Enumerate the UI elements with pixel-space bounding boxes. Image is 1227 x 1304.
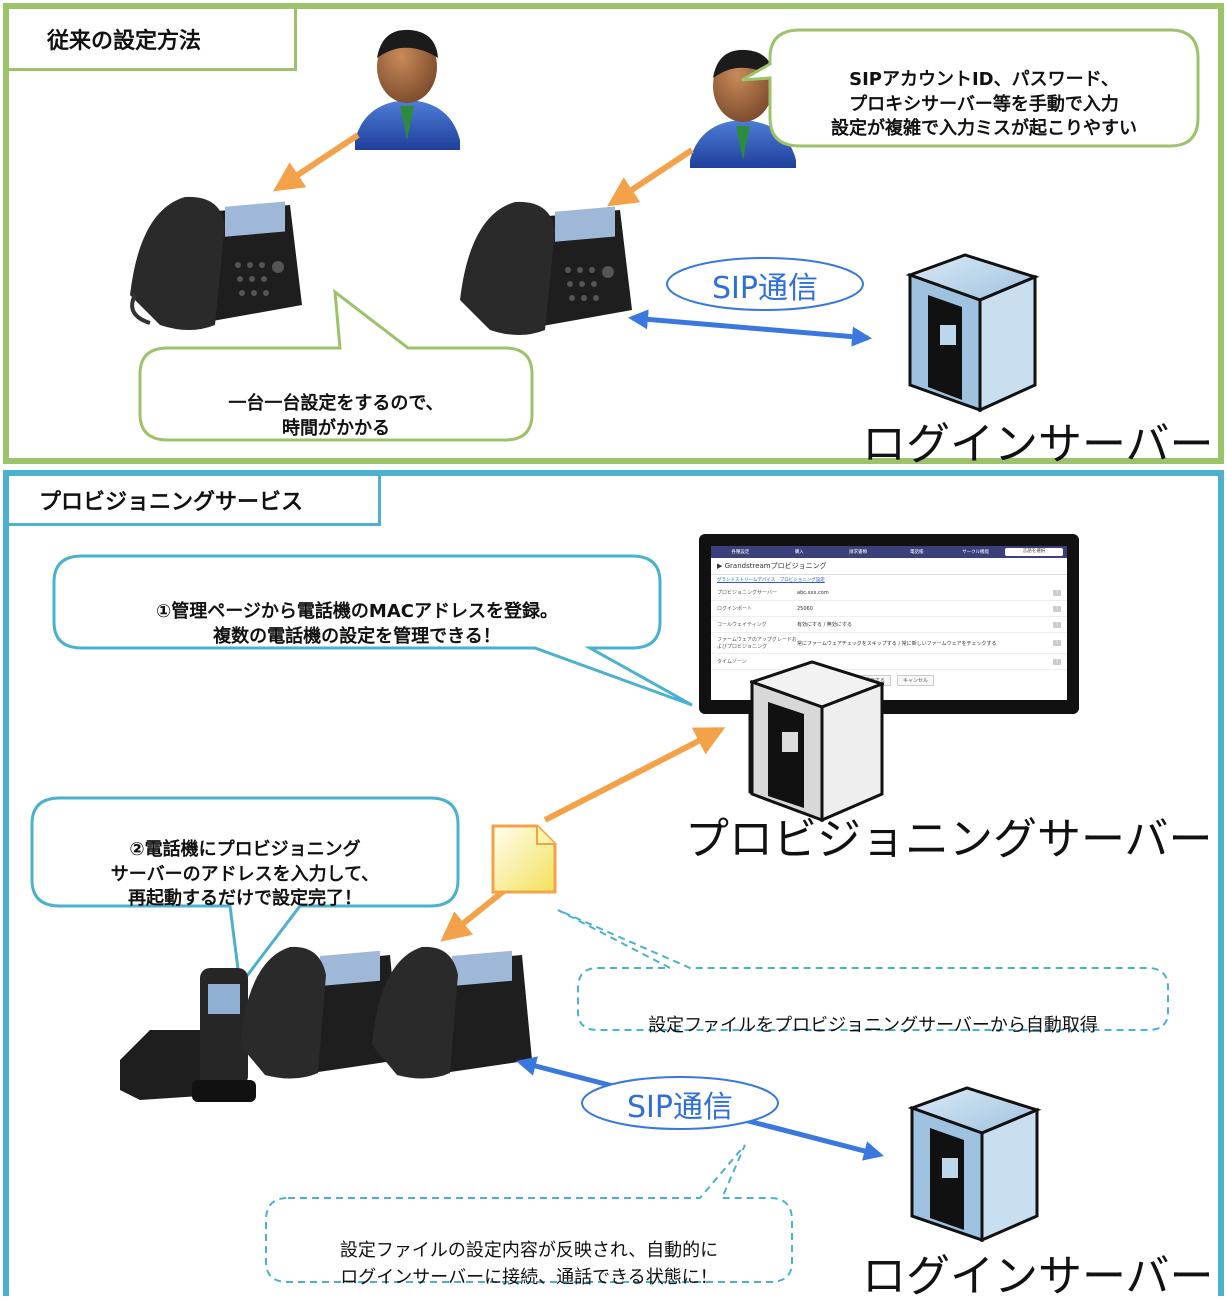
- login-server-label-top: ログインサーバー: [862, 419, 1214, 470]
- callout-step1-shape: [52, 554, 693, 707]
- provisioning-server-label: プロビジョニングサーバー: [685, 814, 1213, 865]
- sip-label-top: SIP通信: [712, 271, 818, 306]
- callout-time: 一台一台設定をするので、 時間がかかる: [140, 368, 532, 441]
- help-icon: ?: [1053, 605, 1061, 612]
- login-server-icon: [905, 253, 1040, 413]
- panel-traditional-setup: [3, 3, 1224, 464]
- provisioning-server-icon-overlay: [750, 660, 884, 822]
- admin-setting-key: コールウェイティング: [717, 622, 767, 628]
- callout-time-text: 一台一台設定をするので、 時間がかかる: [228, 393, 444, 439]
- help-icon: ?: [1053, 658, 1061, 665]
- callout-step1: ①管理ページから電話機のMACアドレスを登録。 複数の電話機の設定を管理できる！: [54, 576, 660, 649]
- admin-setting-value: abc.xxx.com: [797, 589, 829, 596]
- section-title-provisioning: プロビジョニングサービス: [9, 476, 381, 526]
- callout-manual-entry: SIPアカウントID、パスワード、 プロキシサーバー等を手動で入力 設定が複雑で…: [772, 44, 1196, 141]
- person-icon: [355, 29, 460, 150]
- admin-nav-item: 購入: [794, 550, 804, 555]
- callout-manual-entry-text: SIPアカウントID、パスワード、 プロキシサーバー等を手動で入力 設定が複雑で…: [831, 69, 1137, 139]
- admin-page-title: ▶ Grandstreamプロビジョニング: [711, 558, 1067, 575]
- admin-setting-row: ログインポート 25060 ?: [711, 601, 1067, 617]
- ip-phone-icon: [372, 946, 532, 1079]
- admin-nav-item: サークル機能: [962, 550, 990, 555]
- result-note-shape: [265, 1144, 793, 1283]
- admin-setting-value: 有効にする / 無効にする: [797, 622, 852, 628]
- admin-setting-row: ファームウェアのアップグレードおよびプロビジョニング 常にファームウェアチェック…: [711, 633, 1067, 654]
- admin-nav-bar: 各種設定 購入 請求書類 電話帳 サークル機能 言語を選択: [711, 546, 1067, 558]
- callout-time-shape: [138, 288, 534, 442]
- admin-setting-row: タイムゾーン ?: [711, 654, 1067, 670]
- admin-setting-row: プロビジョニングサーバー abc.xxx.com ?: [711, 585, 1067, 601]
- admin-setting-key: プロビジョニングサーバー: [717, 590, 777, 596]
- ip-phone-icon: [240, 946, 400, 1079]
- login-server-label-bottom: ログインサーバー: [862, 1251, 1214, 1302]
- config-file-icon: [491, 824, 557, 894]
- admin-nav-item: 各種設定: [731, 550, 750, 555]
- login-server-icon: [907, 1086, 1042, 1243]
- auto-fetch-note-text: 設定ファイルをプロビジョニングサーバーから自動取得: [648, 1015, 1098, 1036]
- callout-manual-entry-shape: [741, 28, 1200, 148]
- admin-setting-value: 常にファームウェアチェックをスキップする / 常に新しいファームウェアをチェック…: [797, 640, 997, 647]
- admin-setting-key: ログインポート: [717, 606, 753, 612]
- arrow-person-to-phone-2: [606, 147, 694, 207]
- result-note: 設定ファイルの設定内容が反映され、自動的に ログインサーバーに接続、通話できる状…: [266, 1210, 792, 1291]
- callout-step2-shape: [30, 796, 460, 989]
- admin-setting-key: タイムゾーン: [717, 659, 747, 665]
- sip-arrow-top: [628, 309, 872, 347]
- admin-cancel-button: キャンセル: [897, 675, 935, 686]
- admin-nav-item: 請求書類: [848, 550, 867, 555]
- admin-language-select: 言語を選択: [1004, 548, 1063, 556]
- admin-breadcrumb: グランドストリームデバイス プロビジョニング設定: [717, 578, 825, 583]
- ip-phone-icon: [460, 201, 632, 335]
- arrow-config-to-server: [543, 727, 726, 823]
- section-title-provisioning-text: プロビジョニングサービス: [39, 489, 304, 515]
- help-icon: ?: [1053, 640, 1061, 646]
- admin-setting-row: コールウェイティング 有効にする / 無効にする ?: [711, 617, 1067, 633]
- result-note-text: 設定ファイルの設定内容が反映され、自動的に ログインサーバーに接続、通話できる状…: [339, 1240, 719, 1288]
- sip-label-bottom: SIP通信: [627, 1090, 733, 1125]
- admin-nav-item: 電話帳: [910, 550, 924, 555]
- admin-setting-value: 25060: [797, 605, 813, 612]
- sip-bubble: [581, 1076, 779, 1130]
- admin-setting-key: ファームウェアのアップグレードおよびプロビジョニング: [717, 637, 797, 650]
- help-icon: ?: [1053, 621, 1061, 628]
- help-icon: ?: [1053, 589, 1061, 596]
- callout-step2-text: ②電話機にプロビジョニング サーバーのアドレスを入力して、 再起動するだけで設定…: [110, 839, 380, 909]
- section-title-traditional-text: 従来の設定方法: [47, 28, 202, 54]
- ip-phone-icon: [130, 196, 302, 330]
- person-icon: [690, 49, 796, 168]
- panel-provisioning-service: [3, 470, 1224, 1296]
- callout-step2: ②電話機にプロビジョニング サーバーのアドレスを入力して、 再起動するだけで設定…: [32, 814, 458, 911]
- dect-handset-icon: [192, 968, 256, 1102]
- arrow-person-to-phone-1: [272, 132, 360, 192]
- section-title-traditional: 従来の設定方法: [9, 9, 297, 71]
- dect-base-station-icon: [120, 1030, 215, 1100]
- auto-fetch-note: 設定ファイルをプロビジョニングサーバーから自動取得: [578, 985, 1168, 1039]
- auto-fetch-note-shape: [557, 909, 1169, 1031]
- callout-step1-text: ①管理ページから電話機のMACアドレスを登録。 複数の電話機の設定を管理できる！: [156, 601, 558, 647]
